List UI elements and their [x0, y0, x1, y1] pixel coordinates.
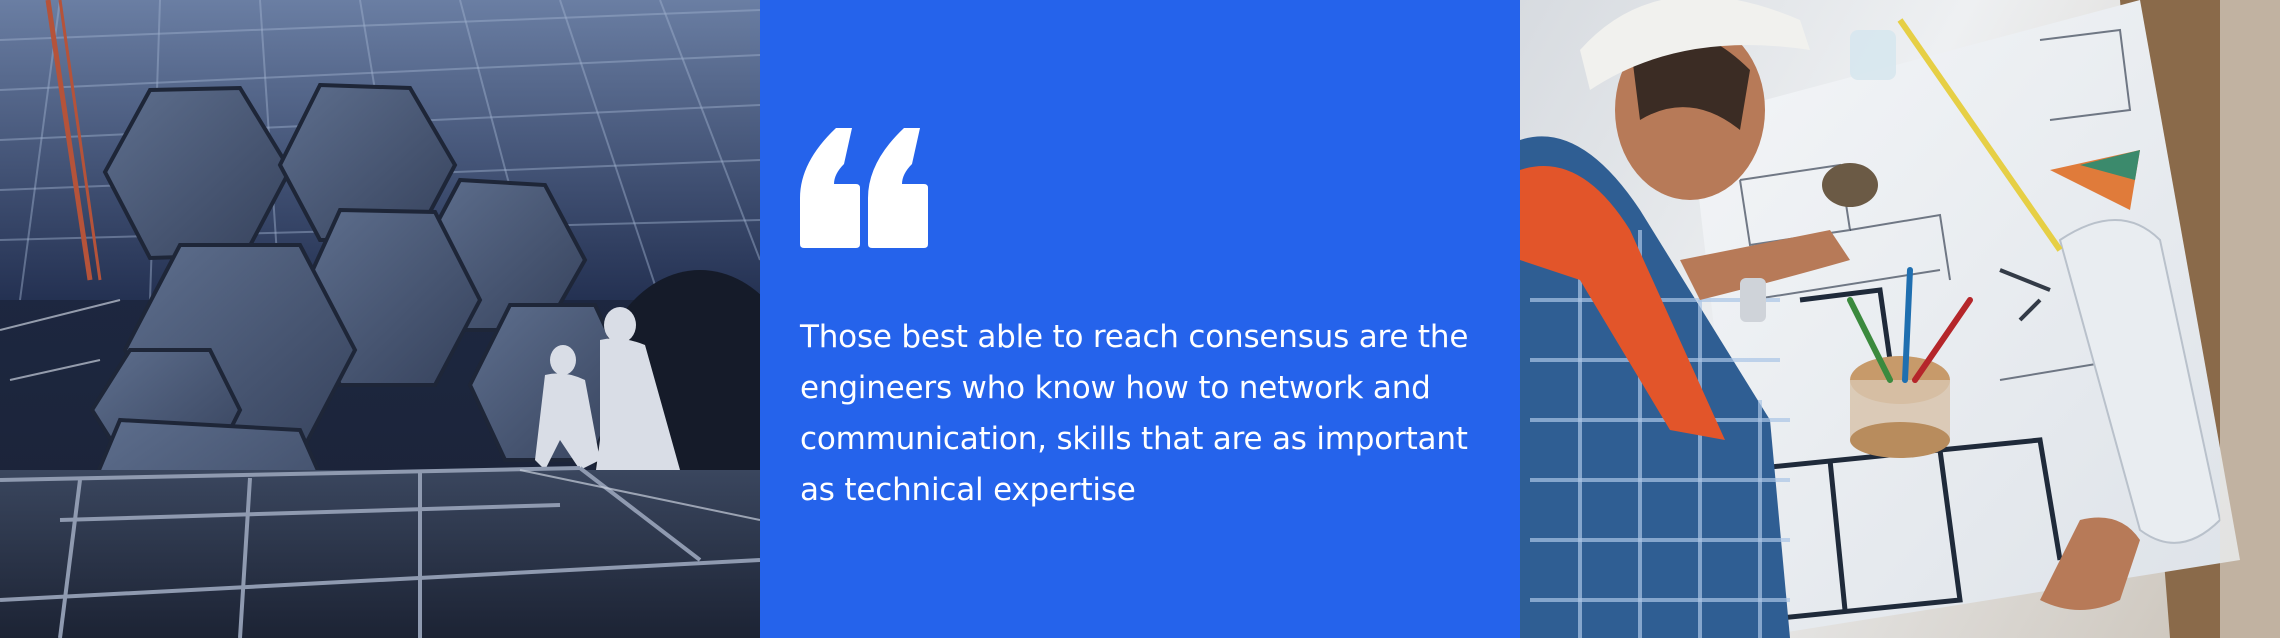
engineer-blueprint-illustration [1520, 0, 2280, 638]
telescope-mirror-illustration [0, 0, 760, 638]
quote-open-icon [800, 128, 928, 248]
quote-card: Those best able to reach consensus are t… [760, 0, 1520, 638]
telescope-mirror-image [0, 0, 760, 638]
engineer-blueprint-image [1520, 0, 2280, 638]
quote-text: Those best able to reach consensus are t… [800, 319, 1469, 508]
